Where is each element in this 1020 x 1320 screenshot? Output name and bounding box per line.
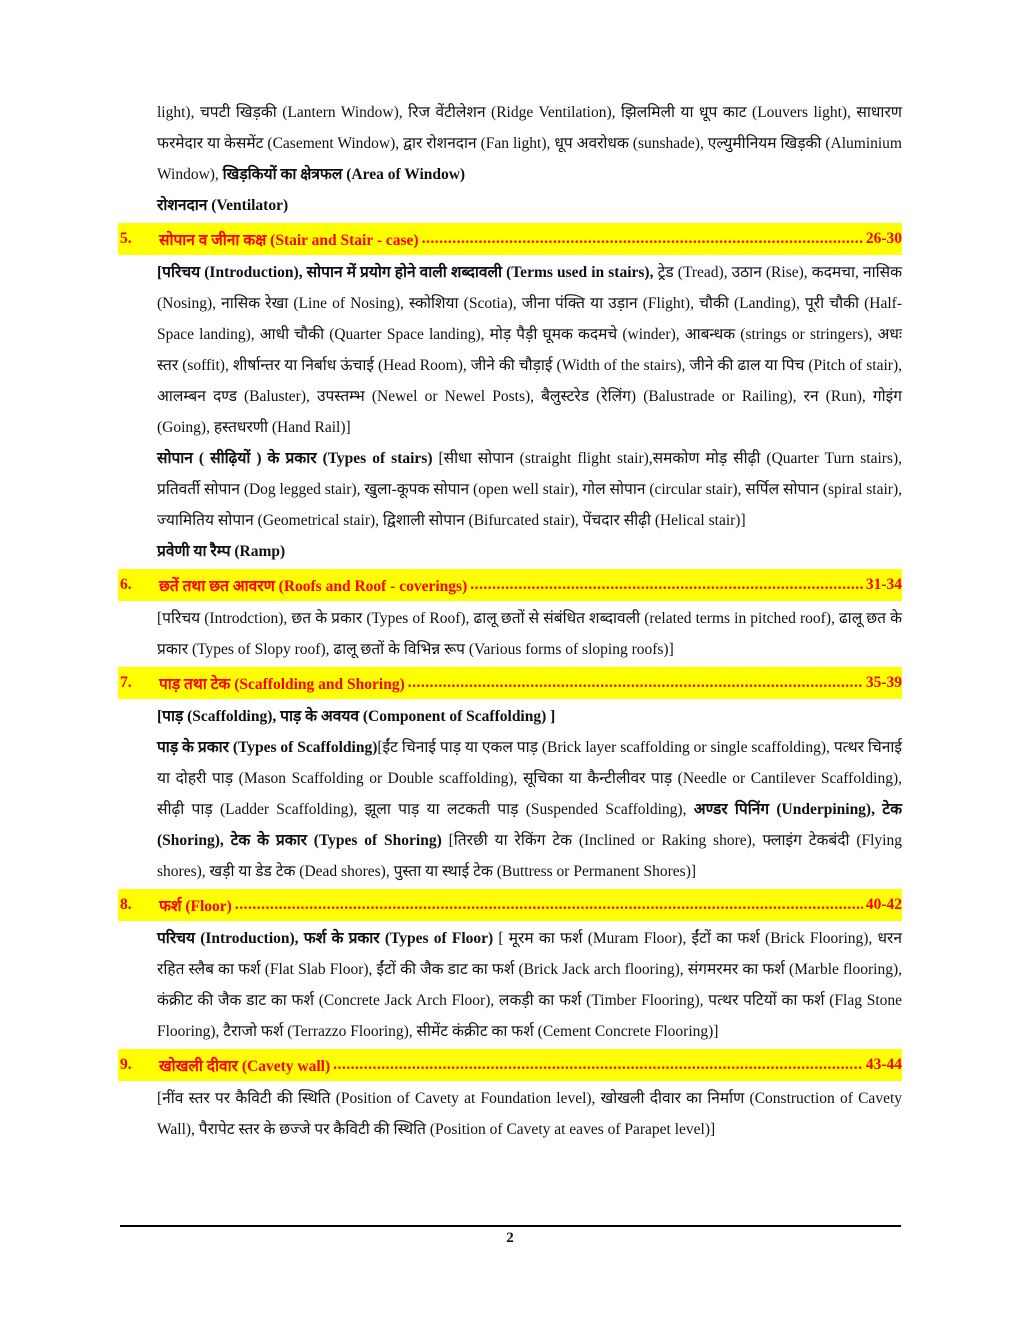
chapter-pages: 40-42	[865, 896, 902, 913]
bold-topic-text: रोशनदान (Ventilator)	[157, 197, 289, 214]
chapter-pages: 31-34	[865, 576, 902, 593]
topic-text: ट्रेड (Tread), उठान (Rise), कदमचा, नासिक…	[157, 264, 903, 436]
chapter-heading: 5. सोपान व जीना कक्ष (Stair and Stair - c…	[118, 223, 902, 255]
chapter-title: फर्श (Floor)	[159, 898, 232, 915]
topic-paragraph: [नींव स्तर पर कैविटी की स्थिति (Position…	[118, 1083, 902, 1145]
chapter-number: 7.	[120, 674, 132, 691]
topic-text: [सीधा सोपान (straight flight stair),समको…	[157, 450, 903, 529]
chapter-title: सोपान व जीना कक्ष (Stair and Stair - cas…	[159, 232, 419, 249]
bold-topic-text: सोपान ( सीढ़ियों ) के प्रकार (Types of s…	[157, 450, 439, 467]
bold-topic-text: प्रवेणी या रैम्प (Ramp)	[157, 543, 286, 560]
bold-topic-text: खिड़कियों का क्षेत्रफल (Area of Window)	[222, 166, 466, 183]
leader-dots: ........................................…	[234, 896, 863, 913]
topic-paragraph: [परिचय (Introduction), सोपान में प्रयोग …	[118, 257, 902, 443]
chapter-heading: 7. पाड़ तथा टेक (Scaffolding and Shoring)…	[118, 667, 902, 699]
chapter-heading: 8. फर्श (Floor)..........................…	[118, 889, 902, 921]
topic-text: light), चपटी खिड़की (Lantern Window), रि…	[157, 104, 902, 183]
leader-dots: ........................................…	[333, 1056, 863, 1073]
topic-text: [ईंट चिनाई पाड़ या एकल पाड़ (Brick layer…	[157, 739, 902, 818]
topic-text: [परिचय (Introdction), छत के प्रकार (Type…	[157, 610, 902, 658]
chapter-number: 9.	[120, 1056, 132, 1073]
chapter-title: पाड़ तथा टेक (Scaffolding and Shoring)	[159, 676, 405, 693]
chapter-number: 5.	[120, 230, 132, 247]
topic-paragraph: light), चपटी खिड़की (Lantern Window), रि…	[118, 97, 902, 190]
chapter-heading: 6. छतें तथा छत आवरण (Roofs and Roof - cov…	[118, 569, 902, 601]
chapter-heading: 9. खोखली दीवार (Cavety wall).............…	[118, 1049, 902, 1081]
leader-dots: ........................................…	[421, 230, 863, 247]
chapter-pages: 43-44	[865, 1056, 902, 1073]
chapter-number: 8.	[120, 896, 132, 913]
bold-topic-text: [पाड़ (Scaffolding), पाड़ के अवयव (Compo…	[157, 708, 556, 725]
topic-text: [नींव स्तर पर कैविटी की स्थिति (Position…	[157, 1090, 902, 1138]
chapter-pages: 35-39	[865, 674, 902, 691]
page-number: 2	[506, 1230, 514, 1246]
bold-topic-text: अण्डर पिनिंग (Underpining), टेक (Shoring…	[157, 801, 902, 849]
topic-paragraph: रोशनदान (Ventilator)	[118, 190, 902, 221]
table-of-contents: light), चपटी खिड़की (Lantern Window), रि…	[118, 97, 902, 1145]
bold-topic-text: पाड़ के प्रकार (Types of Scaffolding)	[157, 739, 378, 756]
topic-text: [ मूरम का फर्श (Muram Floor), ईंटों का फ…	[157, 930, 902, 1040]
chapter-title: छतें तथा छत आवरण (Roofs and Roof - cover…	[159, 578, 468, 595]
topic-paragraph: परिचय (Introduction), फर्श के प्रकार (Ty…	[118, 923, 902, 1047]
topic-text: [तिरछी या रेकिंग टेक (Inclined or Raking…	[157, 832, 902, 880]
chapter-title: खोखली दीवार (Cavety wall)	[159, 1058, 331, 1075]
chapter-number: 6.	[120, 576, 132, 593]
leader-dots: ........................................…	[407, 674, 863, 691]
topic-paragraph: सोपान ( सीढ़ियों ) के प्रकार (Types of s…	[118, 443, 902, 536]
topic-paragraph: [पाड़ (Scaffolding), पाड़ के अवयव (Compo…	[118, 701, 902, 732]
chapter-pages: 26-30	[865, 230, 902, 247]
topic-paragraph: [परिचय (Introdction), छत के प्रकार (Type…	[118, 603, 902, 665]
bold-topic-text: परिचय (Introduction), फर्श के प्रकार (Ty…	[157, 930, 499, 947]
leader-dots: ........................................…	[470, 576, 863, 593]
topic-paragraph: पाड़ के प्रकार (Types of Scaffolding)[ईं…	[118, 732, 902, 887]
topic-paragraph: प्रवेणी या रैम्प (Ramp)	[118, 536, 902, 567]
footer-divider	[120, 1225, 901, 1227]
bold-topic-text: [परिचय (Introduction), सोपान में प्रयोग …	[157, 264, 658, 281]
